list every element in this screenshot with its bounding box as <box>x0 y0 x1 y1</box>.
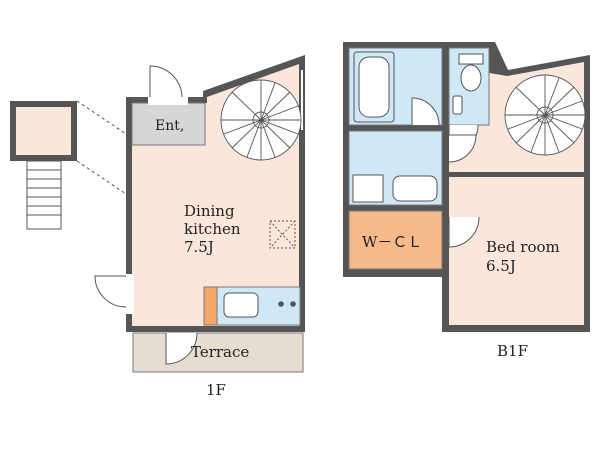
dining-kitchen-area: 7.5J <box>184 238 214 256</box>
washroom-door-swing <box>448 134 477 163</box>
spiral-stair-icon <box>220 79 302 161</box>
closet-label: W－ＣＬ <box>362 233 422 251</box>
washbasin-icon <box>392 175 438 202</box>
bedroom-label: Bed room <box>486 238 560 256</box>
terrace-area <box>132 332 304 373</box>
kitchen-counter-side <box>203 286 218 326</box>
leader-line-bottom <box>76 160 133 199</box>
toilet-icon <box>458 53 484 92</box>
walk-in-closet <box>348 210 443 270</box>
entrance-label: Ent, <box>155 118 184 134</box>
bedroom-area-label: 6.5J <box>486 257 516 275</box>
entrance-door-swing <box>149 65 183 98</box>
side-door-swing <box>94 275 127 308</box>
stove-icon <box>278 301 296 307</box>
basement-floor-plan: W－ＣＬ Bed room 6.5J B1F <box>343 42 590 360</box>
washing-machine-icon <box>352 174 384 203</box>
toilet-sink-icon <box>452 95 463 115</box>
first-floor-caption: 1F <box>206 381 226 399</box>
stair-icon <box>26 160 62 230</box>
sink-icon <box>223 292 259 318</box>
leader-line-top <box>76 100 133 139</box>
spiral-stair-icon-basement <box>504 74 586 156</box>
dining-kitchen-label-1: Dining <box>184 202 235 220</box>
terrace-door-swing <box>165 332 198 365</box>
terrace-label: Terrace <box>191 343 249 361</box>
bedroom-area <box>449 177 584 325</box>
bathroom-door-swing <box>411 97 440 126</box>
loft-detail <box>10 100 133 230</box>
closet-door-swing <box>448 216 480 248</box>
bathtub-icon <box>353 51 395 123</box>
dining-kitchen-label-2: kitchen <box>184 220 241 238</box>
refrigerator-space <box>269 220 296 249</box>
basement-floor-caption: B1F <box>497 342 528 360</box>
first-floor-plan: Ent, Dining kitchen 7.5J Terrace 1F <box>94 55 305 399</box>
